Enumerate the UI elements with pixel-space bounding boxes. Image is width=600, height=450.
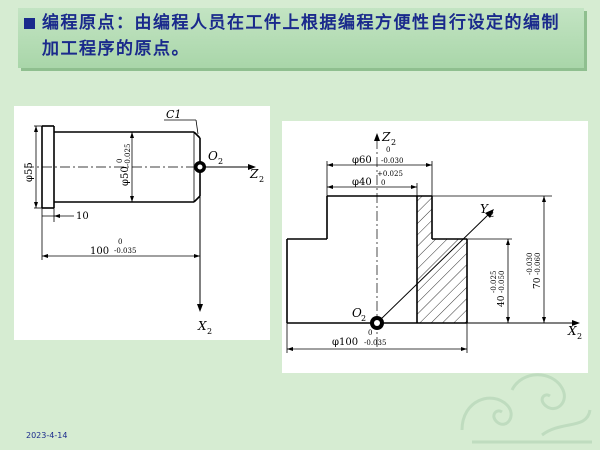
d100-tol-lower: -0.035 [364, 339, 386, 347]
x-axis-arrow-icon [572, 320, 580, 326]
decorative-cloud-ornament-icon [460, 373, 592, 444]
title-band [18, 8, 584, 68]
h70-tol-lower: -0.060 [534, 253, 542, 275]
origin-label: O [208, 149, 218, 163]
h40-label: 40 [497, 295, 507, 307]
shaft-drawing-panel: C1 φ55 φ50 0 -0.025 10 100 0 -0.035 O 2 … [14, 106, 270, 340]
d40-label: φ40 [352, 177, 372, 188]
dim-arrowheads [287, 163, 546, 351]
d50-tol-lower: -0.025 [124, 144, 132, 166]
origin-label-sub: 2 [218, 157, 223, 166]
z-axis-label-sub: 2 [259, 175, 264, 184]
y-axis-label-sub: 2 [489, 210, 494, 219]
h40-tol-lower: -0.050 [498, 271, 506, 293]
dim-arrowheads [34, 126, 200, 258]
len100-tol-upper: 0 [118, 238, 122, 246]
x-axis-label-sub: 2 [207, 327, 212, 336]
x-axis-label-sub: 2 [577, 332, 582, 341]
title-definition: 由编程人员在工件上根据编程方便性自行设定的编制加工程序的原点。 [42, 13, 560, 59]
len100-tol-lower: -0.035 [114, 247, 136, 255]
d55-label: φ55 [24, 162, 35, 182]
d50-tol-upper: 0 [116, 159, 124, 163]
d100-label: φ100 [332, 337, 358, 348]
origin-marker-inner [374, 320, 380, 326]
x-axis-label: X [197, 319, 207, 333]
flange-drawing-panel: Z 2 φ60 0 -0.030 φ40 +0.025 0 Y 2 O 2 X … [282, 121, 588, 373]
d60-tol-upper: 0 [386, 146, 390, 154]
flange-drawing: Z 2 φ60 0 -0.030 φ40 +0.025 0 Y 2 O 2 X … [286, 130, 582, 353]
title-term: 编程原点： [42, 13, 135, 33]
z-axis-label: Z [249, 167, 259, 181]
slide-title: 编程原点：由编程人员在工件上根据编程方便性自行设定的编制加工程序的原点。 [42, 10, 578, 62]
x-axis-label: X [567, 324, 577, 338]
origin-label-sub: 2 [361, 314, 366, 323]
x-axis-arrow-icon [197, 304, 203, 312]
z-axis-label-sub: 2 [391, 138, 396, 147]
shaft-drawing: C1 φ55 φ50 0 -0.025 10 100 0 -0.035 O 2 … [24, 108, 264, 336]
len10-label: 10 [76, 211, 89, 222]
y-axis-arrow-icon [485, 209, 494, 218]
chamfer-leader [195, 119, 199, 135]
len100-label: 100 [90, 246, 109, 257]
z-axis-arrow-icon [374, 133, 380, 141]
h70-tol-upper: -0.030 [526, 253, 534, 275]
d60-label: φ60 [352, 155, 372, 166]
chamfer-label: C1 [166, 108, 181, 121]
y-axis-line [376, 212, 491, 324]
d60-tol-lower: -0.030 [381, 157, 403, 165]
h40-tol-upper: -0.025 [490, 271, 498, 293]
d40-tol-upper: +0.025 [377, 170, 403, 178]
h70-label: 70 [533, 277, 543, 289]
z-axis-label: Z [381, 130, 391, 144]
z-axis-arrow-icon [248, 164, 256, 170]
footer-date: 2023-4-14 [26, 431, 68, 440]
y-axis-label: Y [480, 202, 489, 216]
origin-label: O [352, 306, 362, 320]
d40-tol-lower: 0 [381, 179, 385, 187]
d50-label: φ50 [120, 166, 131, 186]
bullet-square-icon [24, 18, 35, 29]
origin-marker-inner [197, 164, 203, 170]
d100-tol-upper: 0 [368, 329, 372, 337]
flange-outline [286, 195, 468, 324]
